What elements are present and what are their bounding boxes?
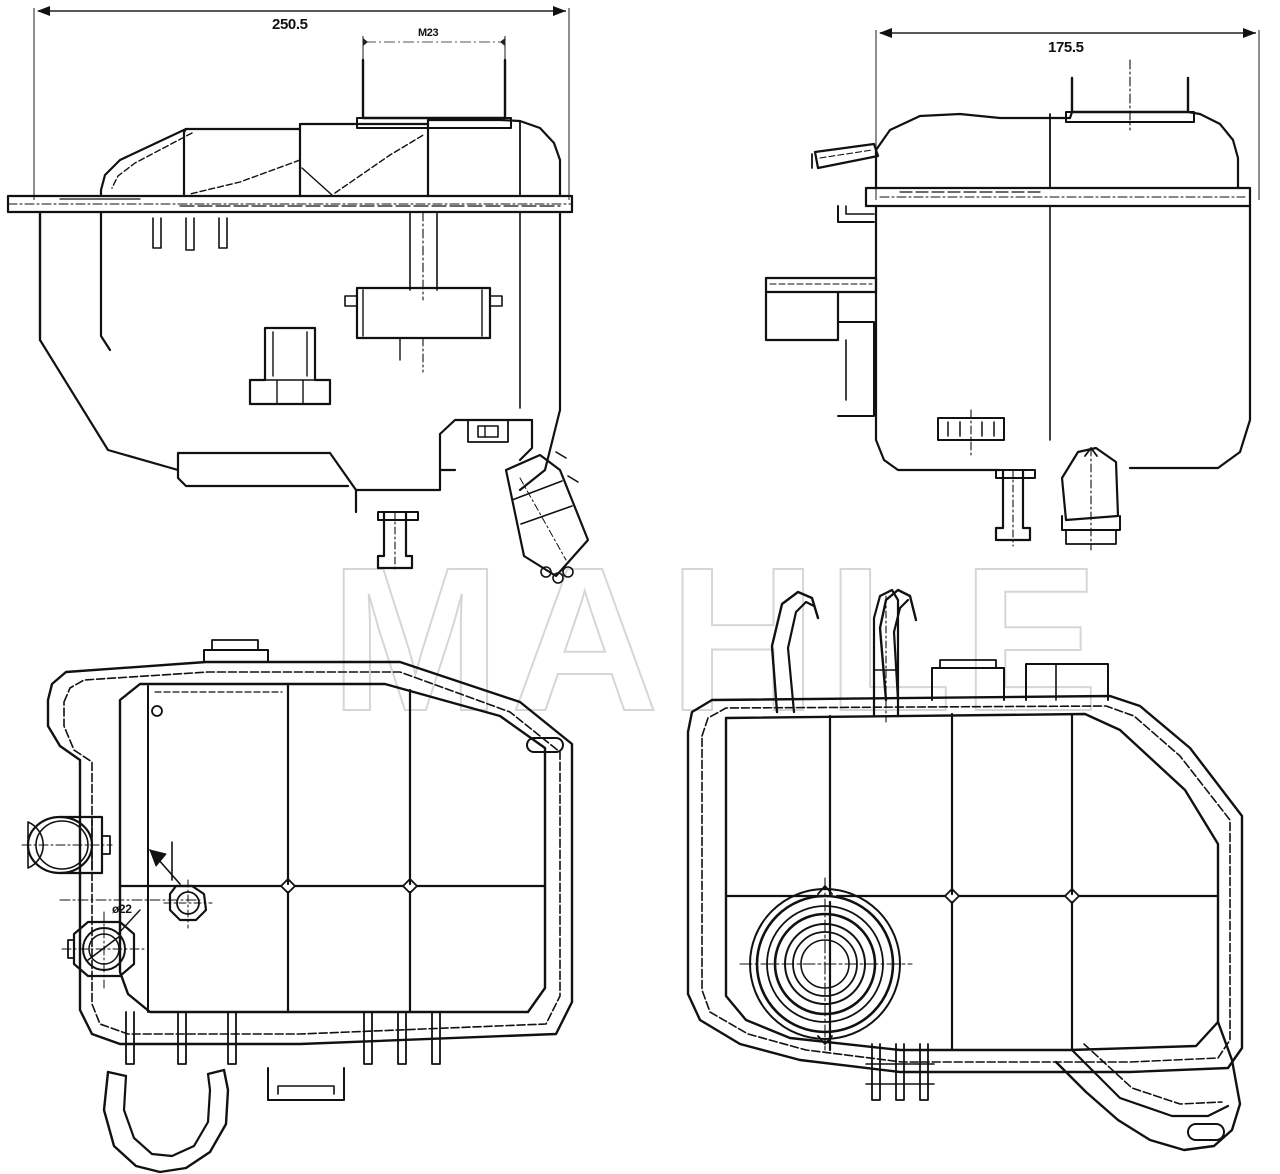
dimension-label-175-5: 175.5 [1048,39,1084,56]
dimension-250-5 [33,6,570,200]
dimension-label-m23: M23 [418,27,439,39]
dimension-label-diameter-22: ø22 [112,902,132,916]
dimension-label-250-5: 250.5 [272,16,308,33]
